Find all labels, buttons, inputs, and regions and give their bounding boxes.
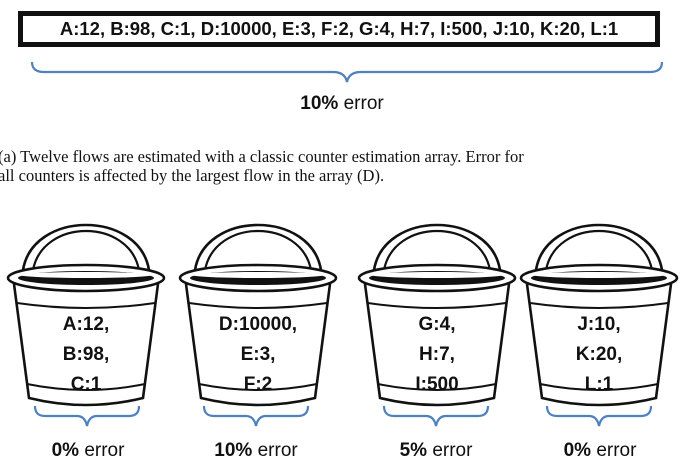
counter: C:1 bbox=[70, 374, 102, 395]
bucket-4: J:10, K:20, L:1 bbox=[516, 212, 682, 427]
top-error-label: 10% error bbox=[0, 93, 684, 115]
bucket-3-error-label: 5% error bbox=[366, 440, 506, 462]
counter: D:10000, bbox=[218, 314, 298, 335]
counter: H:7, bbox=[419, 344, 455, 365]
counter: J:10, bbox=[577, 314, 621, 335]
counter: I:500 bbox=[415, 374, 459, 395]
counter: E:3, bbox=[240, 344, 276, 365]
bucket-4-counters: J:10, K:20, L:1 bbox=[516, 310, 682, 400]
bucket-1: A:12, B:98, C:1 bbox=[3, 212, 169, 427]
bucket-3-brace bbox=[382, 405, 490, 427]
counter: K:20, bbox=[575, 344, 623, 365]
bucket-icon bbox=[178, 223, 338, 407]
counter: F:2 bbox=[243, 374, 273, 395]
error-value: 0% bbox=[563, 440, 592, 461]
top-error-word: error bbox=[343, 93, 384, 114]
bucket-icon bbox=[357, 223, 517, 407]
bucket-2: D:10000, E:3, F:2 bbox=[175, 212, 341, 427]
bucket-1-error-label: 0% error bbox=[18, 440, 158, 462]
error-word: error bbox=[84, 440, 125, 461]
bucket-1-counters: A:12, B:98, C:1 bbox=[3, 310, 169, 400]
counter: A:12, bbox=[62, 314, 110, 335]
caption-line-1: (a) Twelve flows are estimated with a cl… bbox=[0, 147, 524, 166]
bucket-4-error-label: 0% error bbox=[530, 440, 670, 462]
counter: L:1 bbox=[584, 374, 614, 395]
error-word: error bbox=[596, 440, 637, 461]
bucket-3-counters: G:4, H:7, I:500 bbox=[354, 310, 520, 400]
bucket-1-brace bbox=[33, 405, 141, 427]
error-word: error bbox=[257, 440, 298, 461]
figure-caption: (a) Twelve flows are estimated with a cl… bbox=[0, 147, 684, 185]
bucket-icon bbox=[519, 223, 679, 407]
caption-line-2: all counters is affected by the largest … bbox=[0, 166, 385, 185]
bucket-2-error-label: 10% error bbox=[186, 440, 326, 462]
error-word: error bbox=[432, 440, 473, 461]
error-value: 0% bbox=[51, 440, 80, 461]
top-brace bbox=[30, 61, 664, 83]
counter: B:98, bbox=[62, 344, 110, 365]
bucket-3: G:4, H:7, I:500 bbox=[354, 212, 520, 427]
error-value: 10% bbox=[214, 440, 253, 461]
counter: G:4, bbox=[418, 314, 456, 335]
top-error-value: 10% bbox=[300, 93, 339, 114]
bucket-icon bbox=[6, 223, 166, 407]
bucket-4-brace bbox=[545, 405, 653, 427]
bucket-2-counters: D:10000, E:3, F:2 bbox=[175, 310, 341, 400]
counter-array: A:12, B:98, C:1, D:10000, E:3, F:2, G:4,… bbox=[18, 11, 660, 47]
bucket-2-brace bbox=[202, 405, 310, 427]
error-value: 5% bbox=[399, 440, 428, 461]
counter-array-text: A:12, B:98, C:1, D:10000, E:3, F:2, G:4,… bbox=[59, 18, 619, 39]
